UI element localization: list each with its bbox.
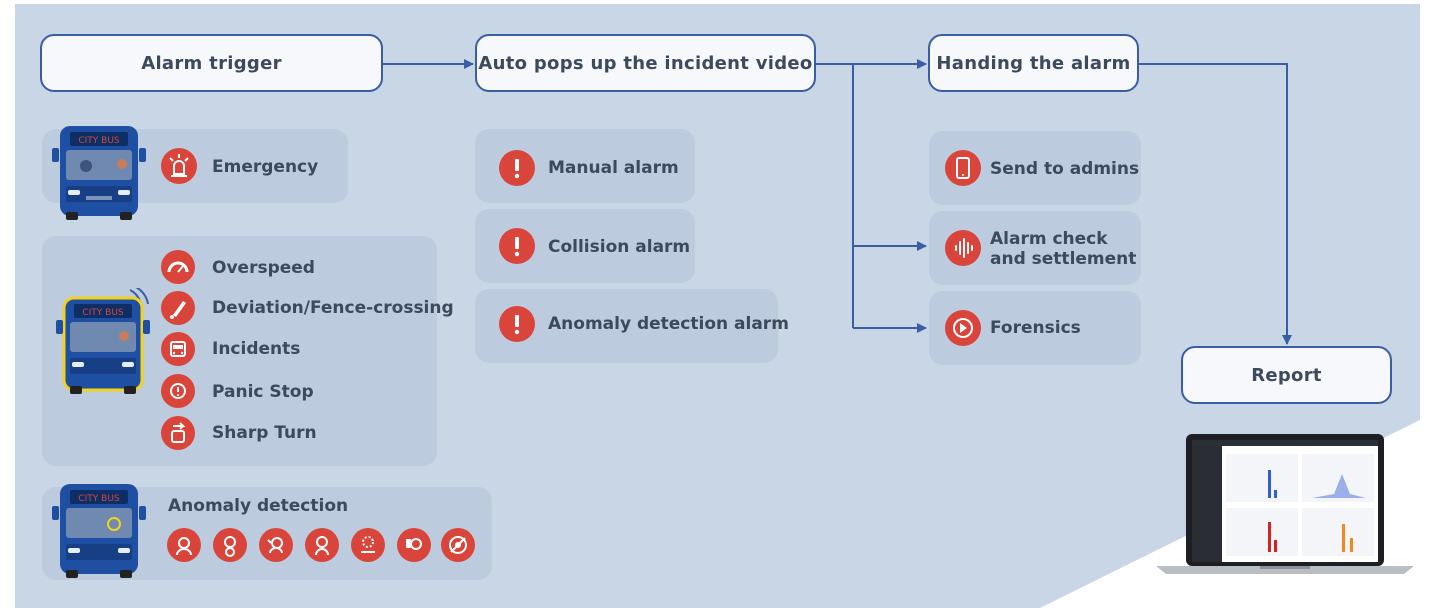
alarm-trigger-box: Alarm trigger [40, 34, 383, 92]
fence-crossing-icon [161, 291, 195, 325]
overspeed-label: Overspeed [212, 258, 315, 278]
alarm-check-line2: and settlement [990, 249, 1137, 269]
phone-use-icon [397, 528, 431, 562]
bus-icon: CITY BUS [52, 484, 146, 578]
handling-alarm-label: Handing the alarm [936, 52, 1131, 74]
report-box: Report [1181, 346, 1392, 404]
incident-bus-icon [161, 332, 195, 366]
incidents-label: Incidents [212, 339, 301, 359]
report-label: Report [1251, 364, 1322, 386]
alarm-trigger-label: Alarm trigger [141, 52, 282, 74]
anomaly-alarm-label: Anomaly detection alarm [548, 314, 789, 334]
panic-stop-label: Panic Stop [212, 382, 314, 402]
mobile-phone-icon [945, 150, 981, 186]
video-playback-icon [945, 310, 981, 346]
speedometer-icon [161, 250, 195, 284]
connected-bus-icon: CITY BUS [56, 288, 150, 394]
handling-alarm-box: Handing the alarm [928, 34, 1139, 92]
sharp-turn-label: Sharp Turn [212, 423, 317, 443]
deviation-label: Deviation/Fence-crossing [212, 298, 454, 318]
collision-alarm-label: Collision alarm [548, 237, 691, 257]
manual-alarm-label: Manual alarm [548, 158, 679, 178]
camera-blocked-icon [441, 528, 475, 562]
alert-icon [499, 228, 535, 264]
drowsy-driver-icon [167, 528, 201, 562]
bus-sign: CITY BUS [78, 494, 120, 504]
send-to-admins-label: Send to admins [990, 159, 1140, 179]
sharp-turn-icon [161, 416, 195, 450]
bus-icon: CITY BUS [52, 126, 146, 220]
emergency-label: Emergency [212, 157, 319, 177]
bus-sign: CITY BUS [78, 136, 120, 146]
no-seatbelt-icon [305, 528, 339, 562]
alert-icon [499, 150, 535, 186]
emergency-icon [161, 148, 197, 184]
distracted-driver-icon [213, 528, 247, 562]
alarm-check-line1: Alarm check [990, 229, 1108, 249]
yawning-driver-icon [259, 528, 293, 562]
forensics-label: Forensics [990, 318, 1081, 338]
bus-sign: CITY BUS [82, 308, 124, 318]
panic-stop-icon [161, 374, 195, 408]
alarm-check-label: Alarm check and settlement [990, 229, 1136, 269]
audio-wave-icon [945, 230, 981, 266]
auto-popup-box: Auto pops up the incident video [475, 34, 816, 92]
auto-popup-label: Auto pops up the incident video [478, 52, 813, 74]
anomaly-detection-title: Anomaly detection [168, 496, 349, 516]
alert-icon [499, 306, 535, 342]
report-dashboard-laptop [1156, 434, 1414, 574]
driver-absent-icon [351, 528, 385, 562]
